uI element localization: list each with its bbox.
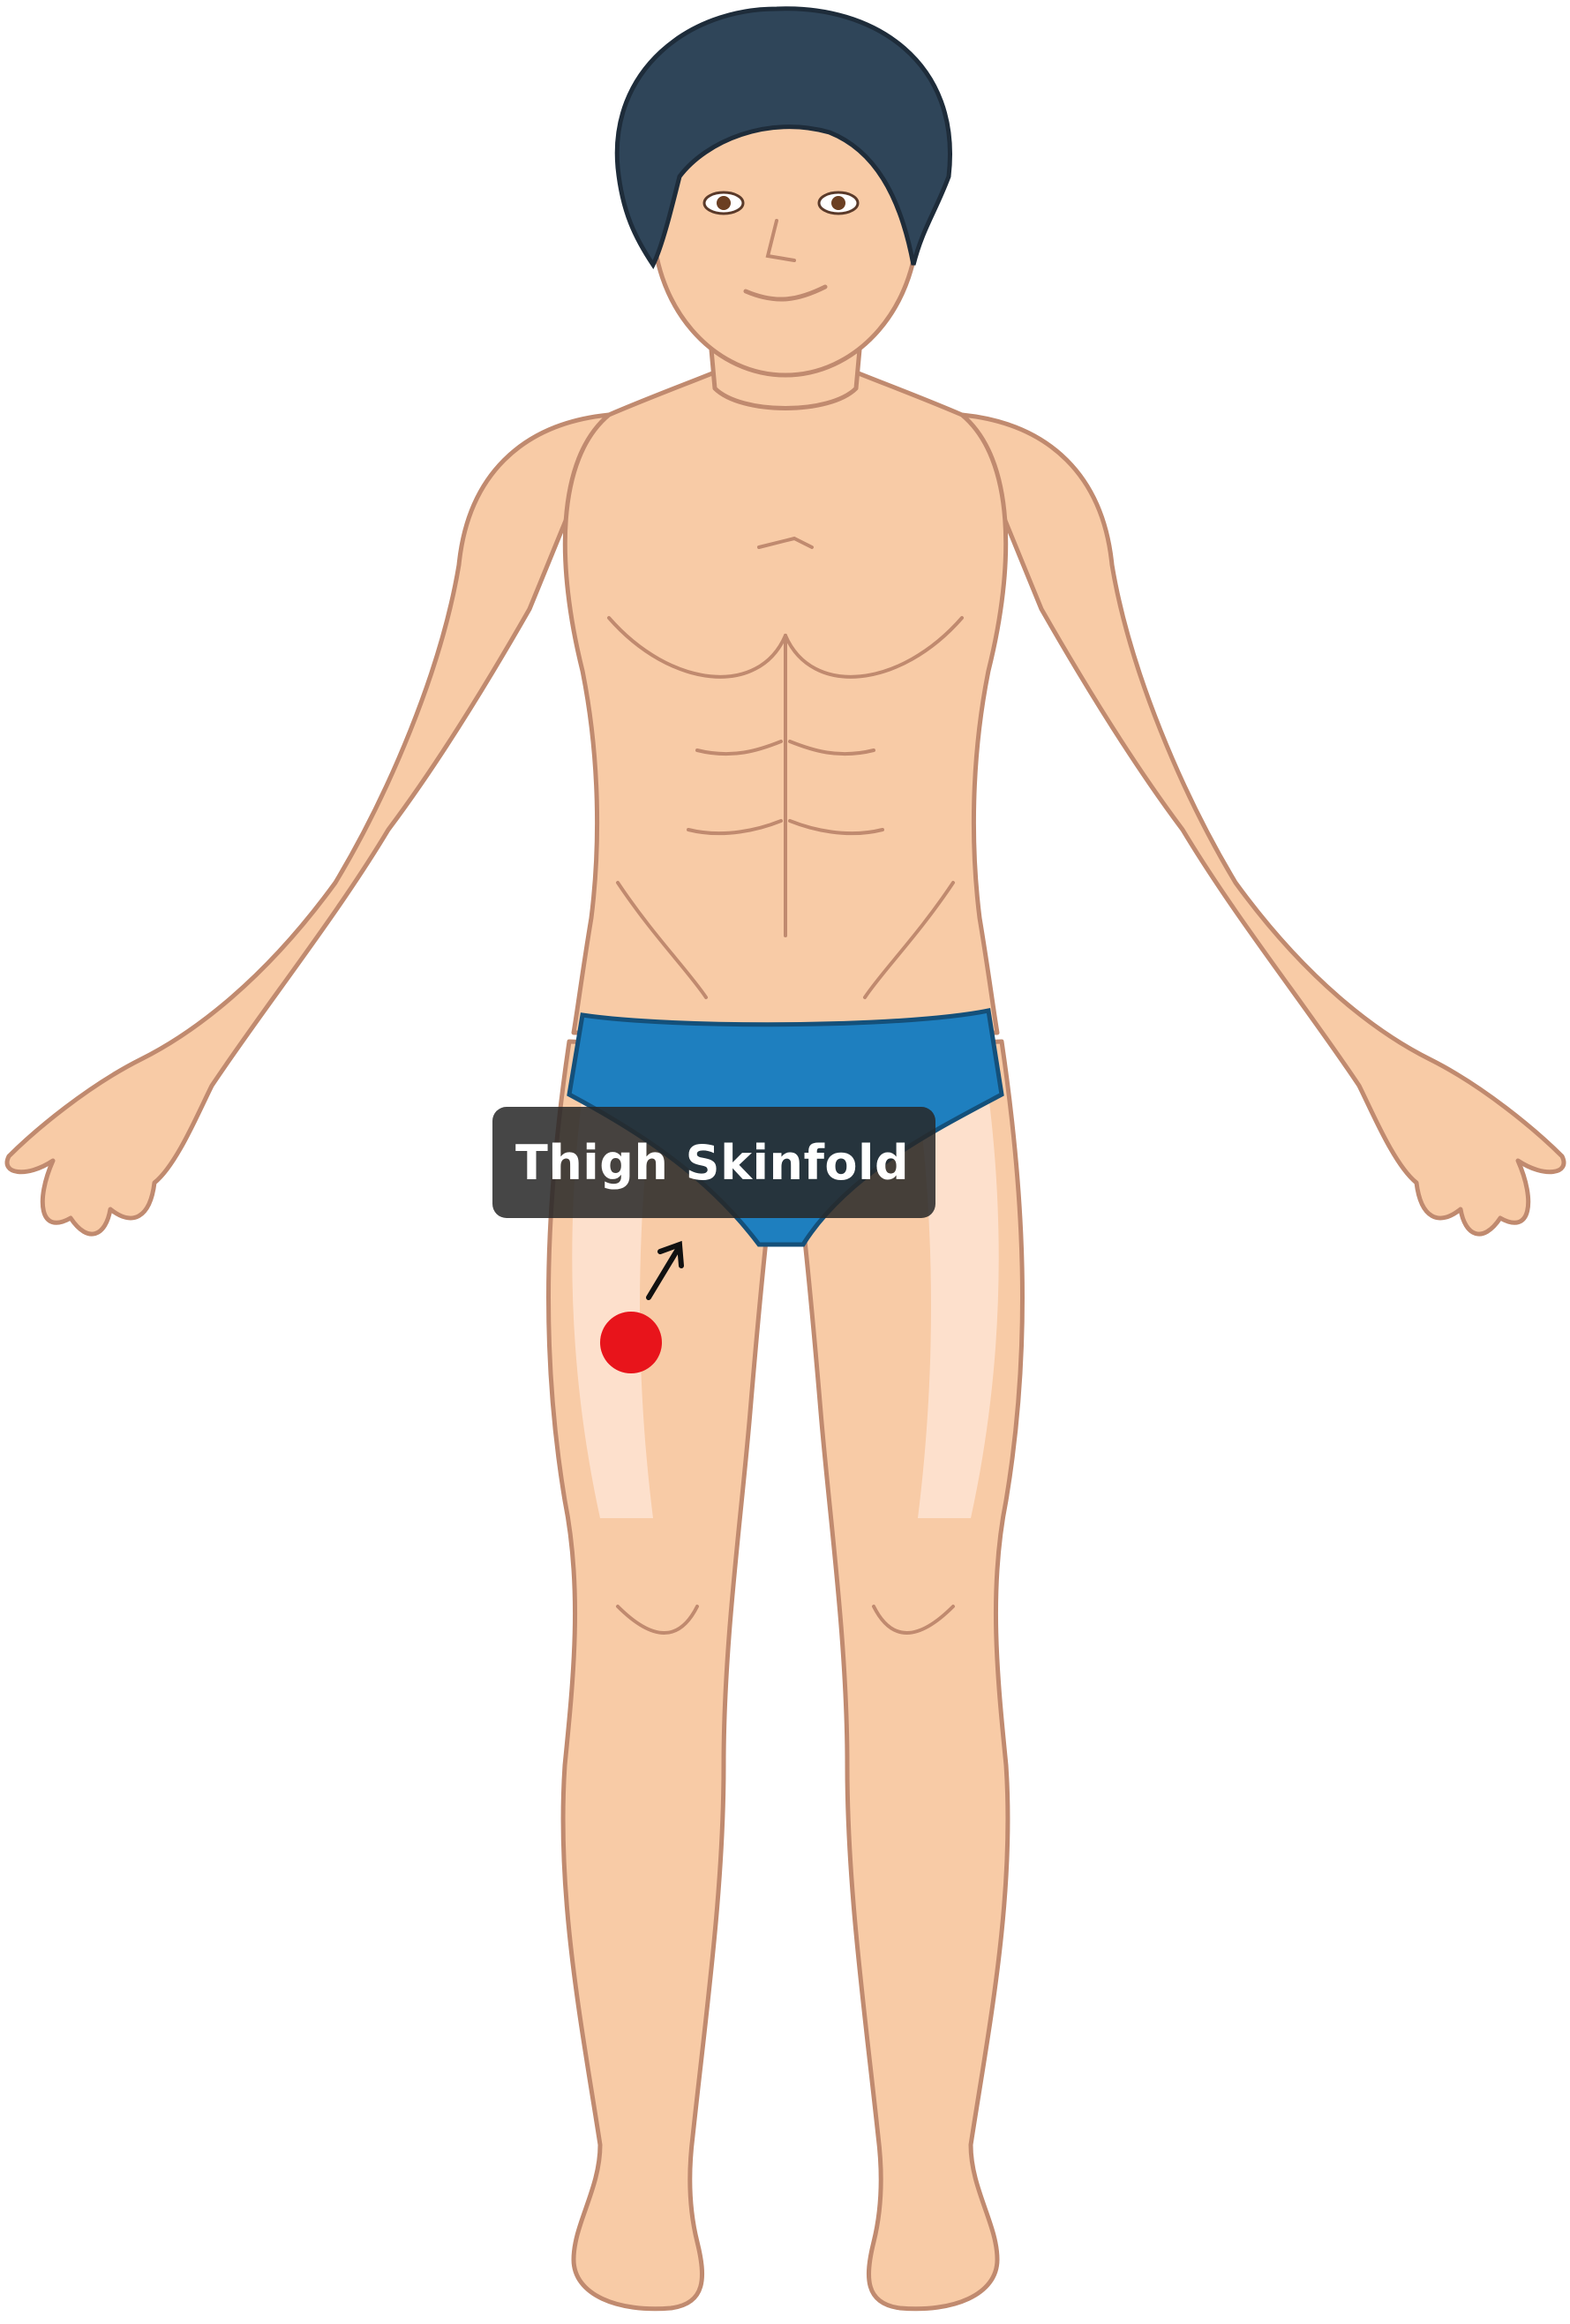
- nose: [765, 219, 796, 262]
- muscle-lines: [607, 536, 964, 1635]
- left-arm: [4, 412, 612, 1237]
- head: [614, 6, 952, 378]
- pointer-arrow: [646, 1240, 684, 1300]
- mouth: [743, 284, 828, 302]
- body-silhouette: [4, 289, 1566, 2312]
- hair: [614, 6, 952, 269]
- annotation-label-text: Thigh Skinfold: [515, 1134, 910, 1191]
- annotation-label: Thigh Skinfold: [492, 1107, 935, 1218]
- skinfold-site-marker: [600, 1312, 662, 1373]
- right-arm: [959, 412, 1566, 1237]
